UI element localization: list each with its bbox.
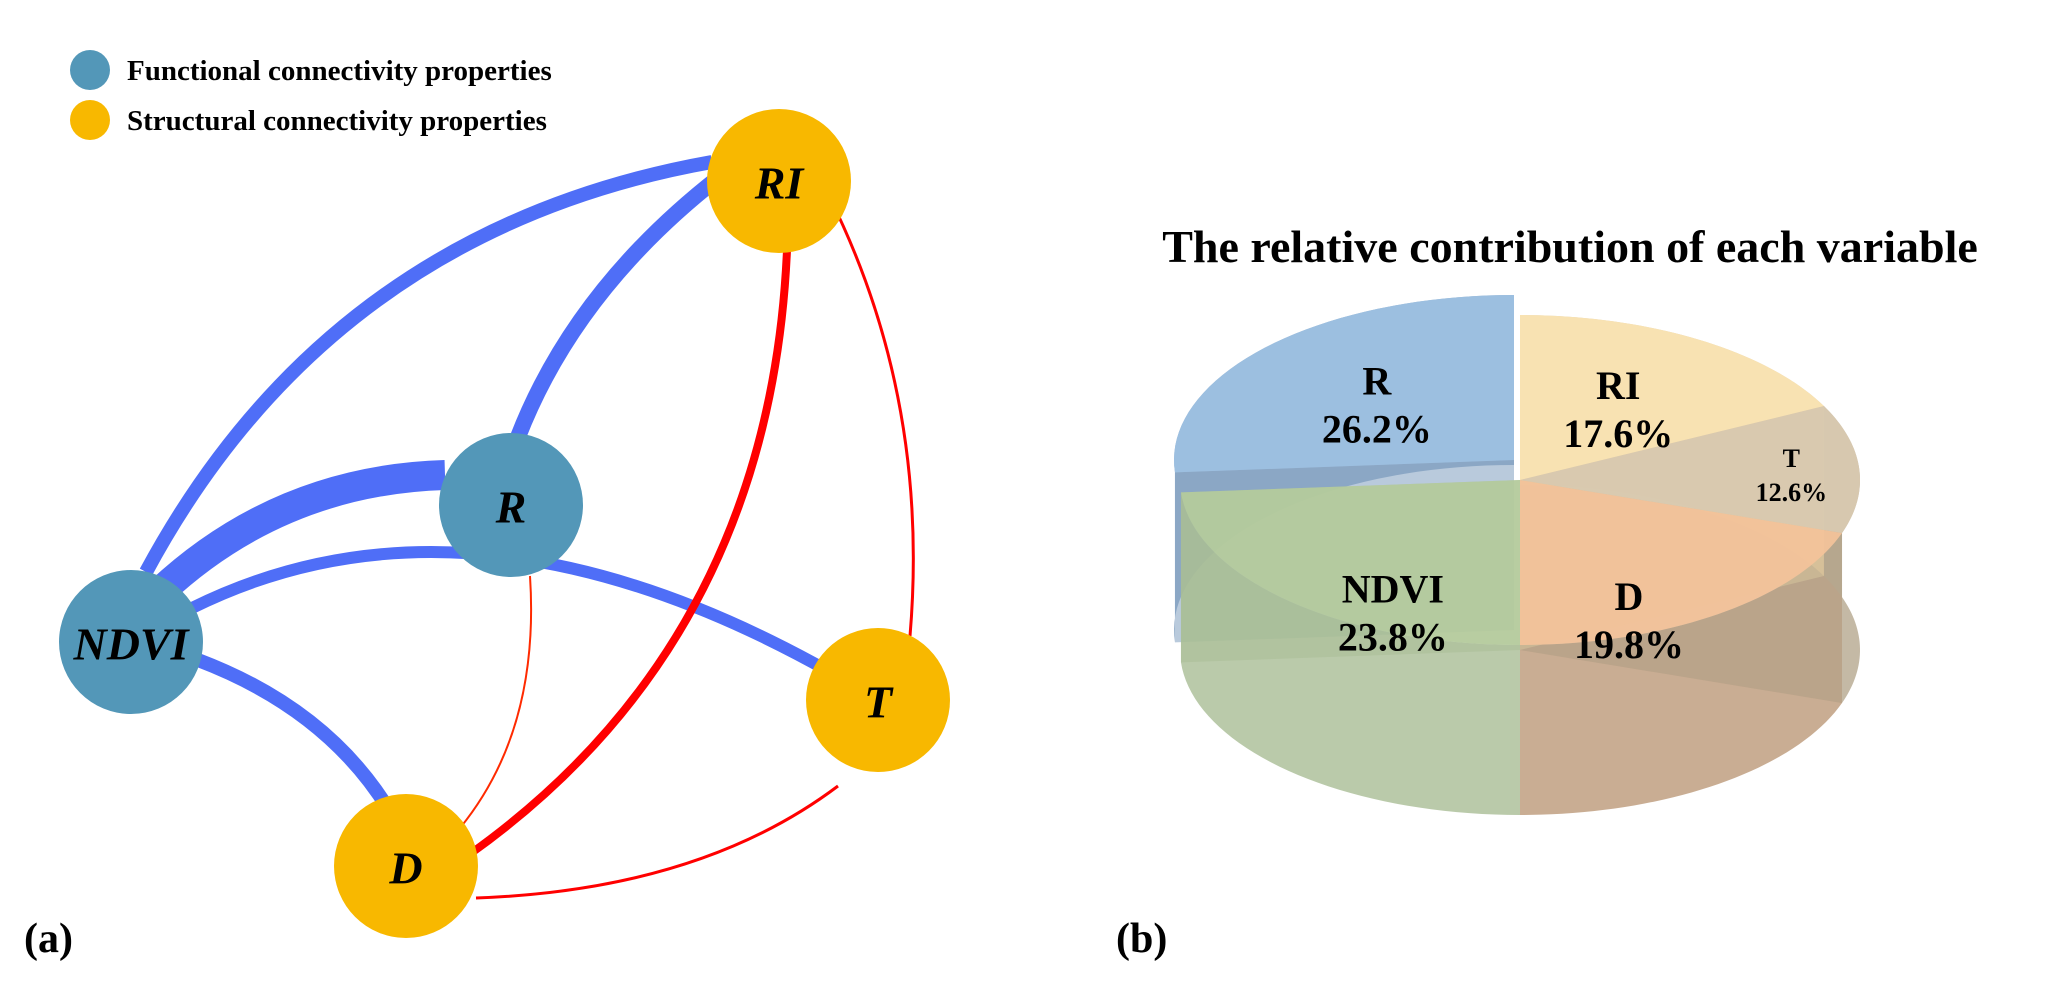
node-d: D [334,794,478,938]
structural-legend-swatch [70,100,110,140]
edge-r-ri [510,171,723,440]
node-label: RI [754,158,806,209]
pie-slice-t [1520,406,1860,533]
node-t: T [806,628,950,772]
node-label: NDVI [72,619,190,670]
network-edges [139,155,915,900]
pie-slice-ndvi [1180,480,1520,645]
functional-legend-swatch [70,50,110,90]
edge-ri-t [828,197,915,637]
node-label: R [495,482,527,533]
slice-value-label: 17.6% [1563,411,1673,456]
node-label: D [388,843,422,894]
pie-slice-d [1520,480,1843,645]
node-ndvi: NDVI [59,570,203,714]
structural-legend-label: Structural connectivity properties [127,105,547,137]
slice-category-label: NDVI [1342,567,1444,612]
node-r: R [439,433,583,577]
slice-value-label: 19.8% [1574,622,1684,667]
node-ri: RI [707,109,851,253]
slice-value-label: 12.6% [1756,478,1828,507]
slice-value-label: 26.2% [1322,406,1432,451]
chart-title: The relative contribution of each variab… [1162,221,1978,272]
panel-label-b: (b) [1116,916,1167,962]
edge-d-t [475,784,839,900]
edge-ndvi-d [195,653,399,819]
panel-label-a: (a) [24,916,73,962]
edge-ndvi-ri [139,155,714,576]
edge-ndvi-r [149,460,446,603]
pie-slice-ri [1520,315,1824,480]
edge-r-d [459,575,533,829]
node-label: T [864,677,894,728]
functional-legend-label: Functional connectivity properties [127,55,552,87]
edge-ri-d [467,249,791,858]
network-nodes: NDVI R RI T D [59,109,950,938]
slice-category-label: D [1615,574,1644,619]
legend: Functional connectivity properties Struc… [70,50,552,140]
slice-category-label: T [1783,444,1800,473]
slice-category-label: R [1362,358,1392,403]
slice-category-label: RI [1596,363,1640,408]
pie-slice-r [1174,295,1514,473]
slice-value-label: 23.8% [1338,615,1448,660]
